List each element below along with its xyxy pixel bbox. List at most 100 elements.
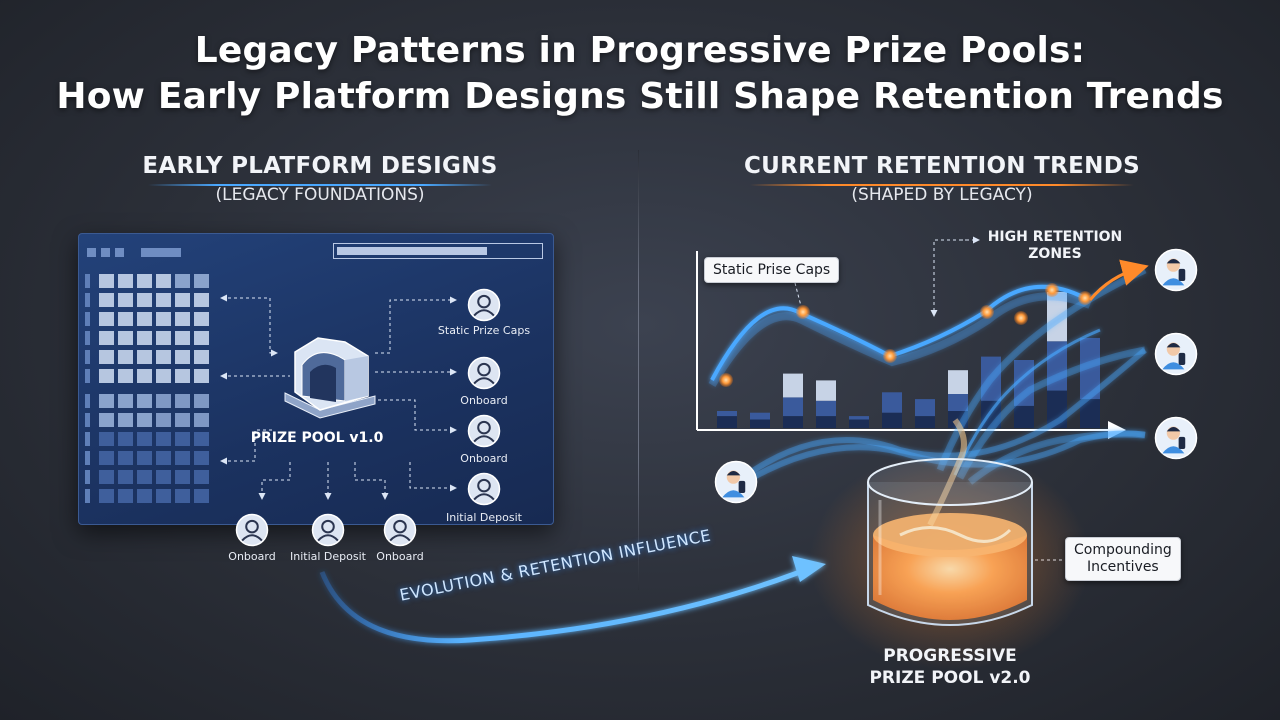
grid-tile bbox=[118, 489, 133, 503]
window-title-bar bbox=[141, 248, 181, 257]
grid-stripe bbox=[85, 331, 90, 345]
grid-tile bbox=[175, 274, 190, 288]
highlight-dot bbox=[1078, 291, 1092, 305]
user-icon bbox=[311, 513, 345, 547]
grid-tile bbox=[175, 451, 190, 465]
grid-tile bbox=[137, 331, 152, 345]
grid-tile bbox=[99, 350, 114, 364]
grid-stripe bbox=[85, 274, 90, 288]
grid-tile bbox=[118, 312, 133, 326]
progressive-pool-line-2: PRIZE POOL v2.0 bbox=[869, 668, 1031, 688]
static-prize-caps-callout: Static Prise Caps bbox=[704, 257, 840, 283]
compounding-line-2: Incentives bbox=[1086, 559, 1159, 575]
bar-segment bbox=[948, 394, 968, 411]
grid-stripe bbox=[85, 350, 90, 364]
bar-segment bbox=[1080, 399, 1100, 428]
grid-tile bbox=[156, 470, 171, 484]
grid-tile bbox=[194, 274, 209, 288]
grid-tile bbox=[118, 331, 133, 345]
caps-connector bbox=[794, 282, 802, 307]
left-heading: EARLY PLATFORM DESIGNS bbox=[142, 153, 498, 179]
user-icon bbox=[467, 472, 501, 506]
grid-tile bbox=[156, 312, 171, 326]
bottom-node-label-1: Initial Deposit bbox=[290, 550, 366, 563]
grid-tile bbox=[99, 331, 114, 345]
prize-pool-v1-label: PRIZE POOL v1.0 bbox=[250, 430, 384, 446]
bar-segment bbox=[1014, 405, 1034, 428]
left-heading-underline bbox=[148, 184, 492, 186]
grid-stripe bbox=[85, 451, 90, 465]
grid-tile bbox=[137, 451, 152, 465]
compounding-line-1: Compounding bbox=[1074, 542, 1172, 558]
grid-tile bbox=[118, 350, 133, 364]
user-icon bbox=[383, 513, 417, 547]
bottom-node-label-2: Onboard bbox=[376, 550, 424, 563]
grid-tile bbox=[156, 432, 171, 446]
grid-tile bbox=[156, 451, 171, 465]
window-dot bbox=[87, 248, 96, 257]
highlight-dot bbox=[1014, 311, 1028, 325]
progressive-pool-label: PROGRESSIVE PRIZE POOL v2.0 bbox=[850, 645, 1050, 689]
grid-tile bbox=[194, 470, 209, 484]
grid-tile bbox=[118, 394, 133, 408]
grid-tile bbox=[175, 293, 190, 307]
grid-tile bbox=[137, 394, 152, 408]
grid-tile bbox=[156, 489, 171, 503]
bar-segment bbox=[882, 412, 902, 428]
grid-stripe bbox=[85, 394, 90, 408]
grid-stripe bbox=[85, 369, 90, 383]
user-icon bbox=[467, 356, 501, 390]
grid-tile bbox=[175, 432, 190, 446]
section-divider bbox=[638, 150, 639, 590]
highlight-dots bbox=[719, 283, 1092, 387]
orange-growth-arrow bbox=[1088, 259, 1149, 301]
bar-segment bbox=[750, 419, 770, 428]
grid-tile bbox=[156, 293, 171, 307]
right-heading-block: CURRENT RETENTION TRENDS (SHAPED BY LEGA… bbox=[742, 153, 1142, 205]
bar-segment bbox=[948, 370, 968, 394]
grid-tile bbox=[99, 293, 114, 307]
grid-tile bbox=[156, 331, 171, 345]
right-heading: CURRENT RETENTION TRENDS bbox=[744, 153, 1140, 179]
bar-segment bbox=[915, 416, 935, 428]
bar-segment bbox=[1080, 337, 1100, 400]
grid-tile bbox=[137, 489, 152, 503]
grid-tile bbox=[137, 413, 152, 427]
grid-tile bbox=[175, 350, 190, 364]
highlight-dot bbox=[719, 373, 733, 387]
grid-tile bbox=[118, 470, 133, 484]
node-label-3: Initial Deposit bbox=[446, 511, 522, 524]
grid-stripe bbox=[85, 470, 90, 484]
grid-tile bbox=[99, 432, 114, 446]
grid-tile bbox=[156, 394, 171, 408]
bar-segment bbox=[849, 419, 869, 428]
grid-tile bbox=[137, 470, 152, 484]
grid-tile bbox=[194, 350, 209, 364]
grid-tile bbox=[194, 293, 209, 307]
grid-tile bbox=[156, 413, 171, 427]
grid-stripe bbox=[85, 489, 90, 503]
high-retention-line-2: ZONES bbox=[1028, 246, 1082, 262]
bar-segment bbox=[783, 416, 803, 428]
grid-tile bbox=[175, 331, 190, 345]
highlight-dot bbox=[883, 349, 897, 363]
prize-pool-v1-icon bbox=[284, 337, 376, 419]
bottom-node-label-0: Onboard bbox=[228, 550, 276, 563]
grid-tile bbox=[99, 312, 114, 326]
grid-tile bbox=[175, 369, 190, 383]
grid-tile bbox=[118, 413, 133, 427]
grid-tile bbox=[175, 312, 190, 326]
grid-tile bbox=[99, 489, 114, 503]
grid-stripe bbox=[85, 293, 90, 307]
bar-segment bbox=[717, 416, 737, 428]
bar-segment bbox=[816, 400, 836, 417]
highlight-dot bbox=[1045, 283, 1059, 297]
title-line-1: Legacy Patterns in Progressive Prize Poo… bbox=[194, 30, 1086, 71]
address-bar bbox=[333, 243, 543, 259]
node-label-0: Static Prize Caps bbox=[437, 324, 531, 337]
window-dot bbox=[115, 248, 124, 257]
window-dot bbox=[101, 248, 110, 257]
bar-segment bbox=[816, 380, 836, 401]
grid-tile bbox=[194, 312, 209, 326]
